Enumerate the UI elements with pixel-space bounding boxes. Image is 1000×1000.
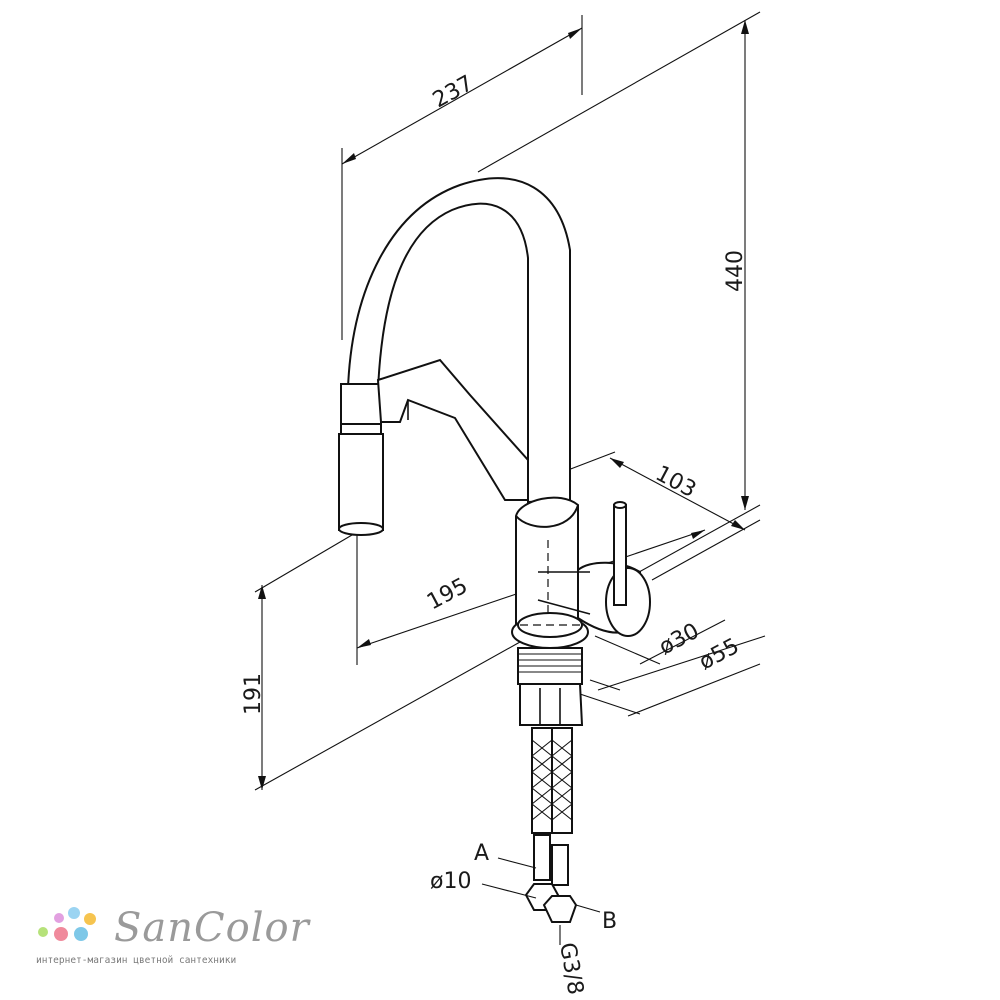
dim-label-191: 191 [241, 673, 266, 715]
dim-label-237: 237 [429, 71, 478, 113]
sancolor-logo: SanColor интернет-магазин цветной сантех… [34, 905, 309, 970]
faucet-body [511, 496, 651, 726]
dim-label-103: 103 [651, 461, 700, 503]
logo-dot-4 [38, 927, 48, 937]
thread-lines [518, 653, 582, 673]
logo-tagline: интернет-магазин цветной сантехники [36, 955, 237, 966]
dimension-440: 440 [477, 11, 761, 588]
logo-dot-1 [54, 913, 64, 923]
dim-label-440: 440 [723, 250, 748, 292]
thread-label-g38: G3/8 [554, 941, 588, 997]
logo-dot-5 [54, 927, 68, 941]
dim-label-195: 195 [423, 574, 472, 616]
braided-hoses [524, 727, 578, 923]
logo-brand: SanColor [114, 905, 310, 951]
dimension-diameters: ø30 ø55 [579, 619, 766, 717]
logo-dot-2 [68, 907, 80, 919]
dimension-191: 191 [241, 534, 521, 791]
hose-label-d10: ø10 [430, 869, 471, 894]
logo-dot-6 [74, 927, 88, 941]
hose-label-a: A [474, 841, 489, 866]
logo-dot-3 [84, 913, 96, 925]
hose-labels: A ø10 B G3/8 [430, 841, 617, 997]
hose-label-b: B [602, 909, 617, 934]
faucet-spout [338, 177, 571, 536]
dimension-103: 103 [567, 451, 761, 581]
